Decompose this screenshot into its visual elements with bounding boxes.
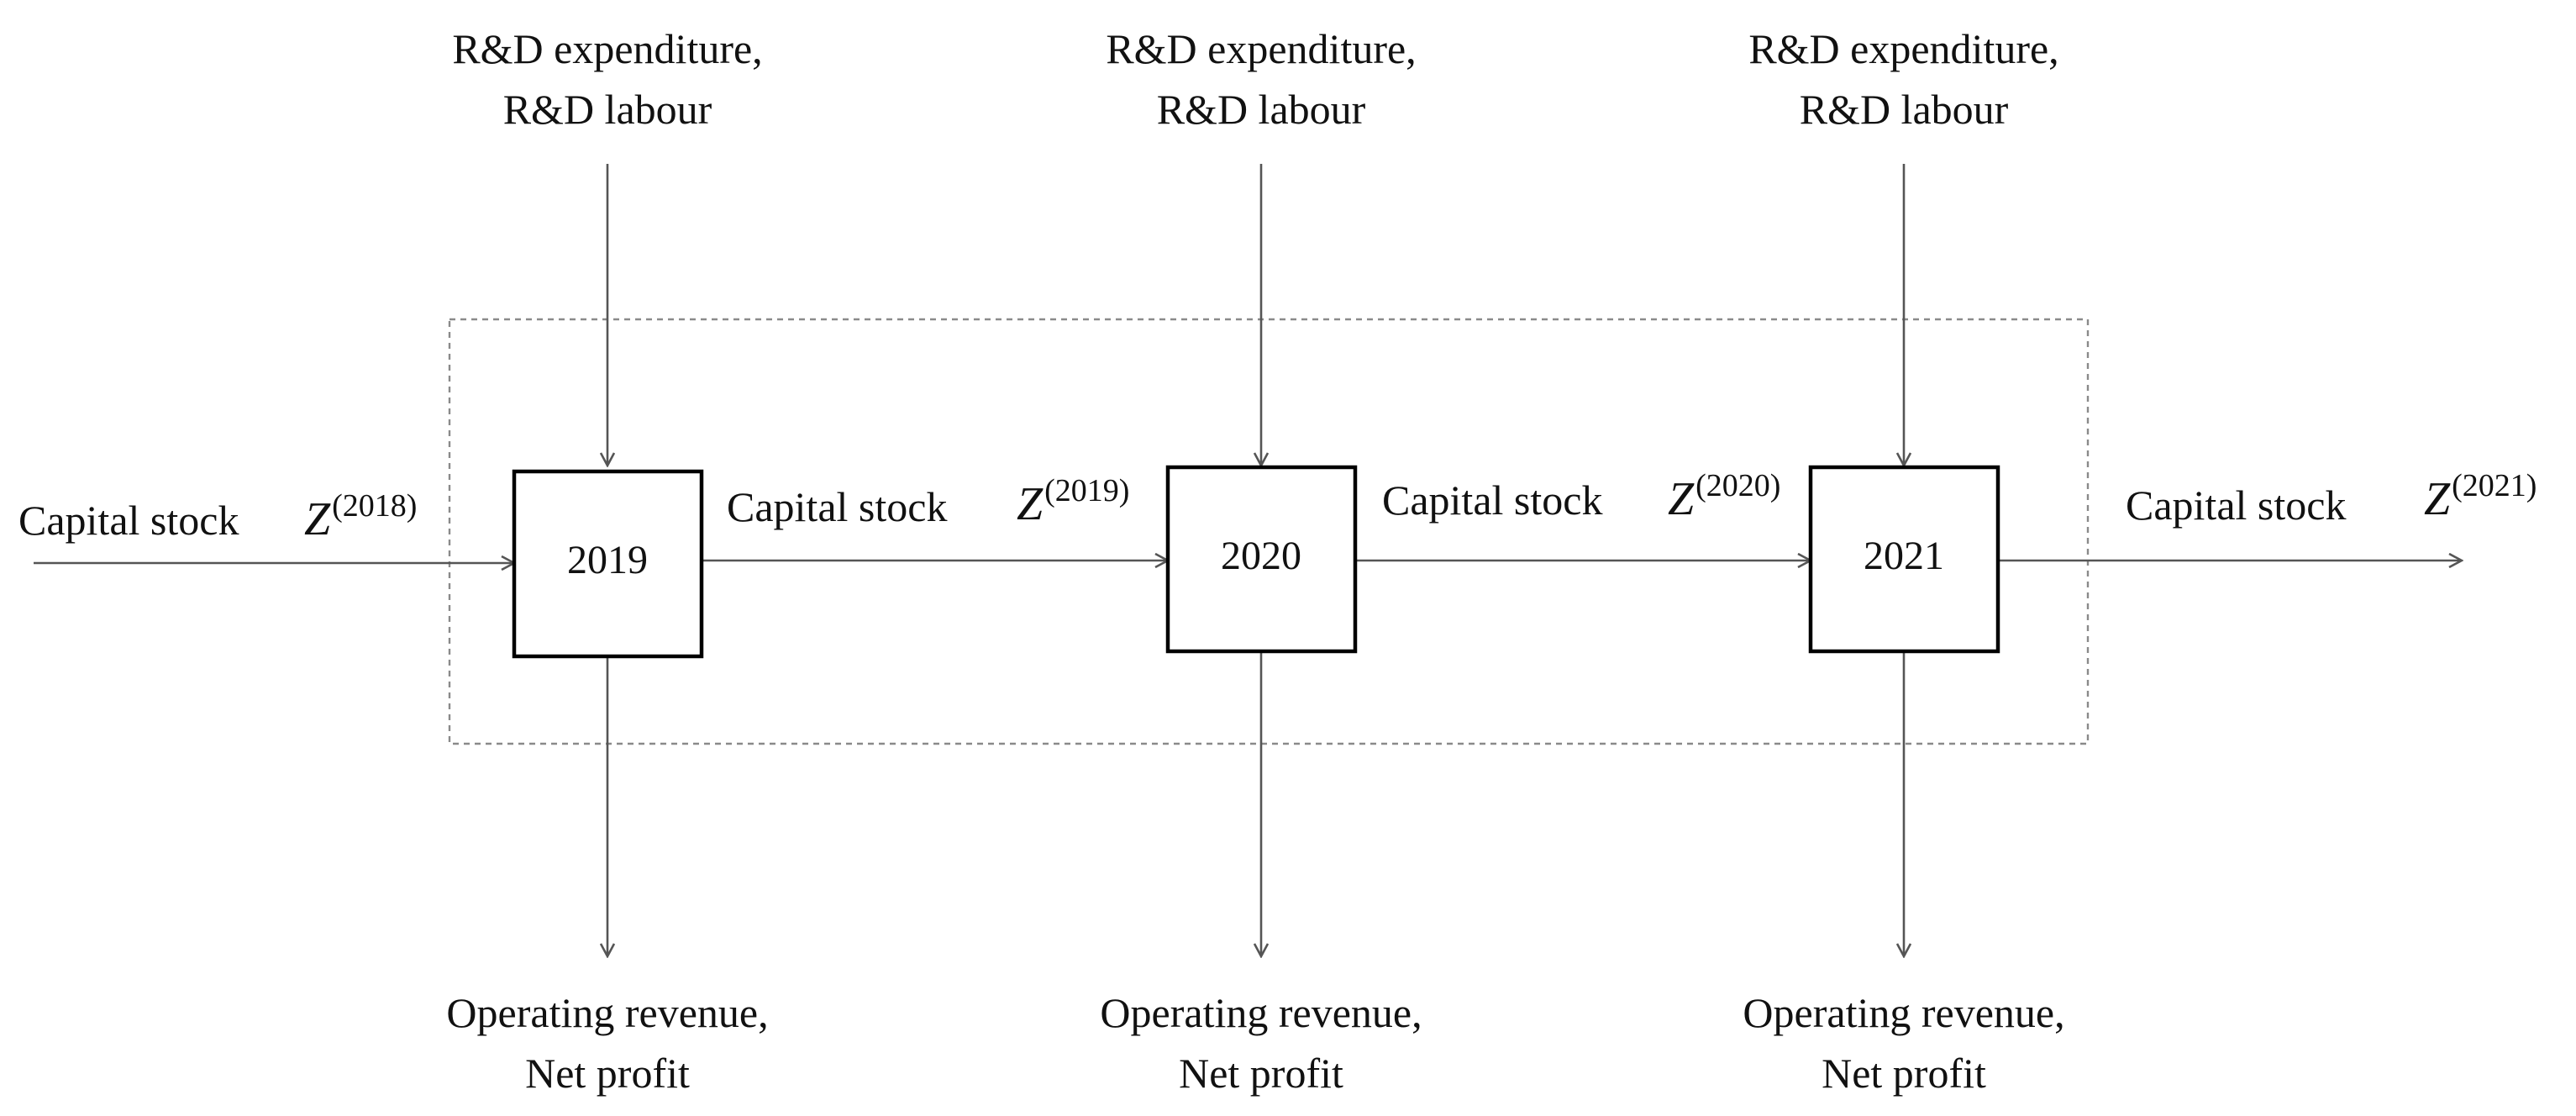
capital-z-2019: Z(2019) [1017, 473, 1129, 530]
input-label-2021-line1: R&D expenditure, [1748, 25, 2058, 72]
period-box-2021 [1808, 465, 2000, 654]
capital-z-superscript-2019: (2019) [1044, 473, 1129, 508]
capital-z-2018: Z(2018) [304, 488, 417, 545]
output-label-2020-line1: Operating revenue, [1100, 989, 1422, 1036]
input-label-2019-line2: R&D labour [503, 86, 712, 133]
system-boundary-frame [448, 318, 2090, 745]
capital-z-superscript-2020: (2020) [1695, 468, 1780, 503]
input-label-2020-line2: R&D labour [1157, 86, 1366, 133]
capital-z-superscript-2021: (2021) [2452, 468, 2537, 503]
input-label-2020-line1: R&D expenditure, [1106, 25, 1416, 72]
capital-z-symbol-2020: Z [1668, 473, 1695, 525]
input-label-2021-line2: R&D labour [1800, 86, 2009, 133]
capital-z-2020: Z(2020) [1668, 468, 1780, 525]
capital-label-2018: Capital stock [18, 497, 239, 544]
period-year-2021: 2021 [1864, 534, 1944, 578]
period-box-2020 [1165, 465, 1358, 654]
capital-label-2019: Capital stock [727, 483, 947, 530]
capital-z-symbol-2019: Z [1017, 478, 1044, 530]
capital-z-symbol-2021: Z [2424, 473, 2451, 525]
capital-label-2021: Capital stock [2126, 482, 2346, 529]
output-label-2020-line2: Net profit [1179, 1050, 1343, 1097]
capital-label-2020: Capital stock [1382, 476, 1602, 524]
output-label-2021-line2: Net profit [1822, 1050, 1986, 1097]
period-year-2020: 2020 [1221, 534, 1301, 578]
capital-z-symbol-2018: Z [304, 493, 331, 545]
period-year-2019: 2019 [567, 538, 648, 582]
output-label-2019-line1: Operating revenue, [446, 989, 768, 1036]
capital-z-2021: Z(2021) [2424, 468, 2537, 525]
input-label-2019-line1: R&D expenditure, [452, 25, 762, 72]
capital-z-superscript-2018: (2018) [332, 488, 417, 524]
output-label-2019-line2: Net profit [525, 1050, 690, 1097]
period-box-2019 [512, 469, 704, 659]
output-label-2021-line1: Operating revenue, [1743, 989, 2064, 1036]
